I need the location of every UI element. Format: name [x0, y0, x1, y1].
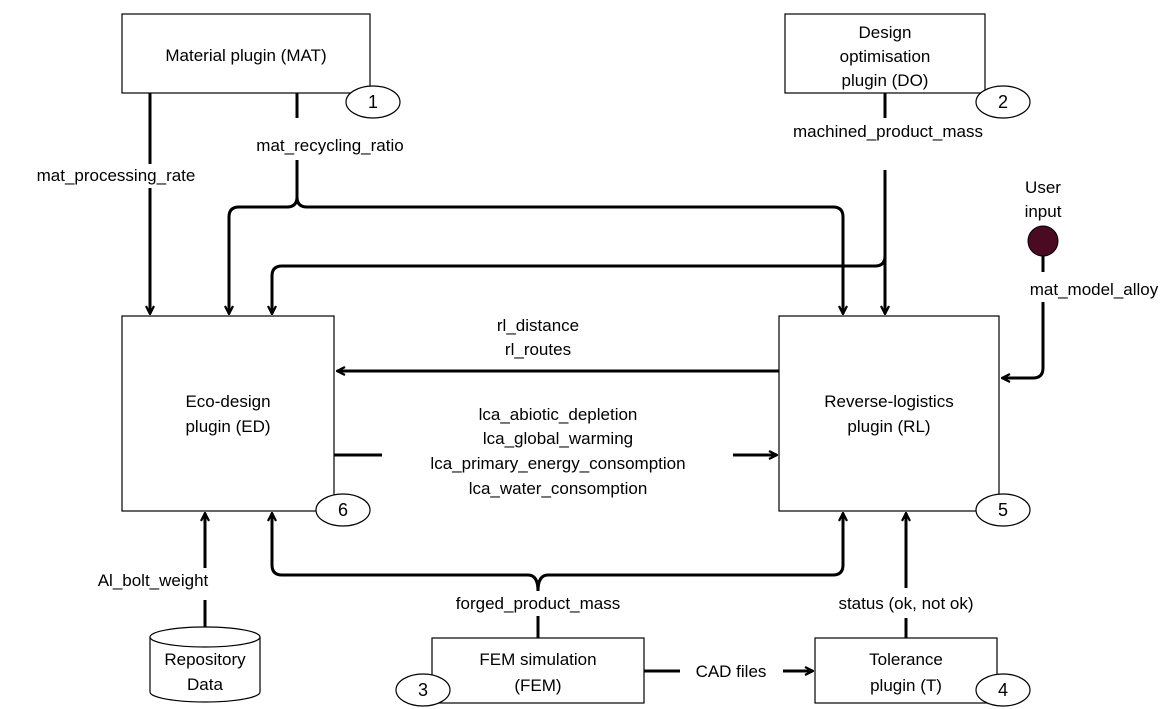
badge-1-number: 1: [368, 92, 378, 112]
eco-design-plugin-node: Eco-design plugin (ED): [121, 315, 335, 512]
fem-simulation-node: FEM simulation (FEM): [431, 637, 645, 704]
fem-simulation-label-line1: FEM simulation: [479, 650, 596, 669]
badge-5: 5: [975, 493, 1031, 527]
mat-recycling-ratio-label: mat_recycling_ratio: [256, 136, 403, 155]
user-input-node: User input: [1025, 178, 1062, 257]
reverse-logistics-label-line1: Reverse-logistics: [824, 392, 953, 411]
rl-routes-label: rl_routes: [505, 340, 571, 359]
fem-simulation-label-line2: (FEM): [514, 676, 561, 695]
edge-mat-model-alloy-arrow: [1002, 302, 1045, 378]
user-input-dot-icon: [1027, 225, 1059, 257]
design-optimisation-label-line1: Design: [859, 23, 912, 42]
rl-distance-label: rl_distance: [497, 316, 579, 335]
badge-3-number: 3: [418, 680, 428, 700]
mat-processing-rate-label: mat_processing_rate: [37, 166, 196, 185]
tolerance-plugin-label-line2: plugin (T): [870, 676, 942, 695]
badge-4: 4: [975, 673, 1031, 707]
badge-1: 1: [345, 85, 401, 119]
badge-6-number: 6: [338, 500, 348, 520]
tolerance-plugin-node: Tolerance plugin (T): [814, 637, 998, 704]
edge-forged-product-mass-to-ed: [272, 513, 540, 592]
badge-2-number: 2: [998, 92, 1008, 112]
lca-abiotic-depletion-label: lca_abiotic_depletion: [479, 405, 638, 424]
forged-product-mass-label: forged_product_mass: [456, 594, 620, 613]
edge-forged-product-mass-to-rl: [536, 513, 843, 592]
badge-4-number: 4: [998, 680, 1008, 700]
tolerance-plugin-label-line1: Tolerance: [869, 650, 943, 669]
status-label: status (ok, not ok): [838, 594, 973, 613]
repository-data-label-line2: Data: [187, 675, 223, 694]
badge-6: 6: [315, 493, 371, 527]
badge-3: 3: [395, 673, 451, 707]
mat-model-alloy-label: mat_model_alloy: [1030, 280, 1159, 299]
reverse-logistics-label-line2: plugin (RL): [847, 417, 930, 436]
repository-data-label-line1: Repository: [164, 650, 246, 669]
design-optimisation-plugin-node: Design optimisation plugin (DO): [784, 13, 986, 94]
lca-water-label: lca_water_consomption: [469, 479, 648, 498]
user-input-label-line2: input: [1025, 202, 1062, 221]
lca-primary-energy-label: lca_primary_energy_consomption: [430, 454, 685, 473]
material-plugin-node: Material plugin (MAT): [121, 13, 371, 94]
edge-mat-recycling-ratio-to-ed: [229, 160, 299, 314]
reverse-logistics-plugin-node: Reverse-logistics plugin (RL): [778, 315, 1000, 512]
cad-files-label: CAD files: [696, 662, 767, 681]
design-optimisation-label-line3: plugin (DO): [842, 71, 929, 90]
al-bolt-weight-label: Al_bolt_weight: [98, 571, 209, 590]
user-input-label-line1: User: [1025, 178, 1061, 197]
lca-global-warming-label: lca_global_warming: [483, 429, 633, 448]
material-plugin-label: Material plugin (MAT): [165, 46, 326, 65]
machined-product-mass-label: machined_product_mass: [793, 122, 983, 141]
edge-mat-recycling-ratio-to-rl: [295, 196, 843, 314]
repository-data-node: Repository Data: [149, 626, 261, 703]
badge-5-number: 5: [998, 500, 1008, 520]
design-optimisation-label-line2: optimisation: [840, 47, 931, 66]
eco-design-label-line2: plugin (ED): [185, 417, 270, 436]
badge-2: 2: [975, 85, 1031, 119]
eco-design-label-line1: Eco-design: [185, 392, 270, 411]
edge-machined-product-mass-to-ed: [272, 255, 887, 314]
